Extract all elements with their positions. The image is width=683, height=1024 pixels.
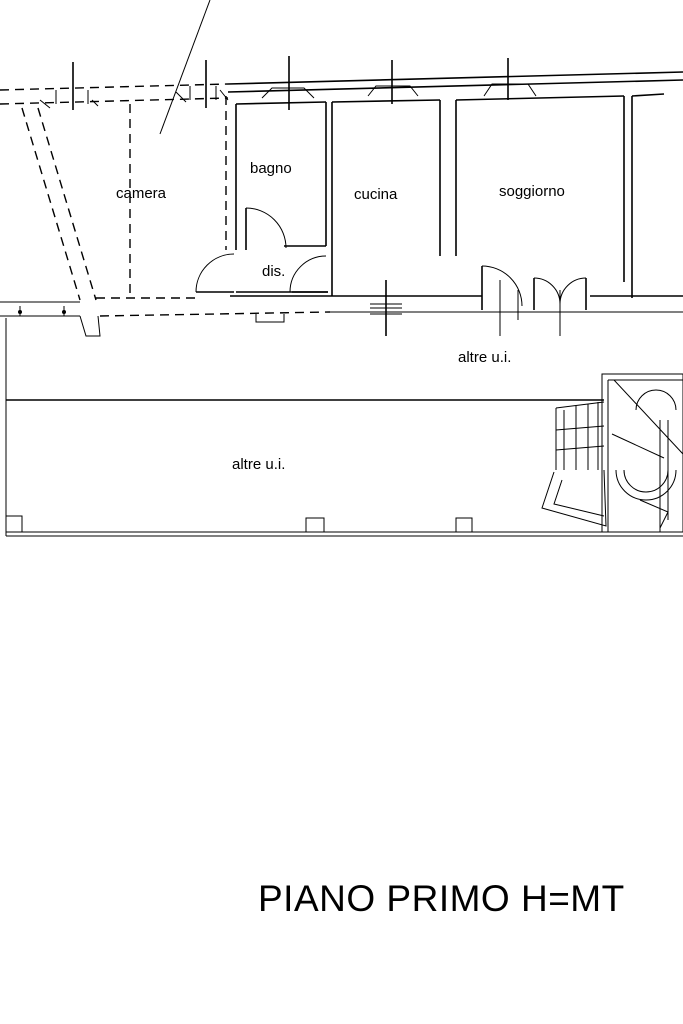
label-soggiorno: soggiorno [499,183,565,200]
label-cucina: cucina [354,186,398,203]
window-marks [39,0,537,135]
lower-building [0,301,683,537]
plan-title: PIANO PRIMO H=MT [258,878,625,919]
label-bagno: bagno [250,160,292,177]
label-dis: dis. [262,263,285,280]
apartment-walls [0,71,683,301]
room-labels: camera bagno cucina soggiorno dis. altre… [116,160,565,473]
staircase [541,373,683,533]
label-camera: camera [116,185,167,202]
label-altre-lower: altre u.i. [232,456,285,473]
door-swings [195,207,587,336]
label-altre-upper: altre u.i. [458,349,511,366]
